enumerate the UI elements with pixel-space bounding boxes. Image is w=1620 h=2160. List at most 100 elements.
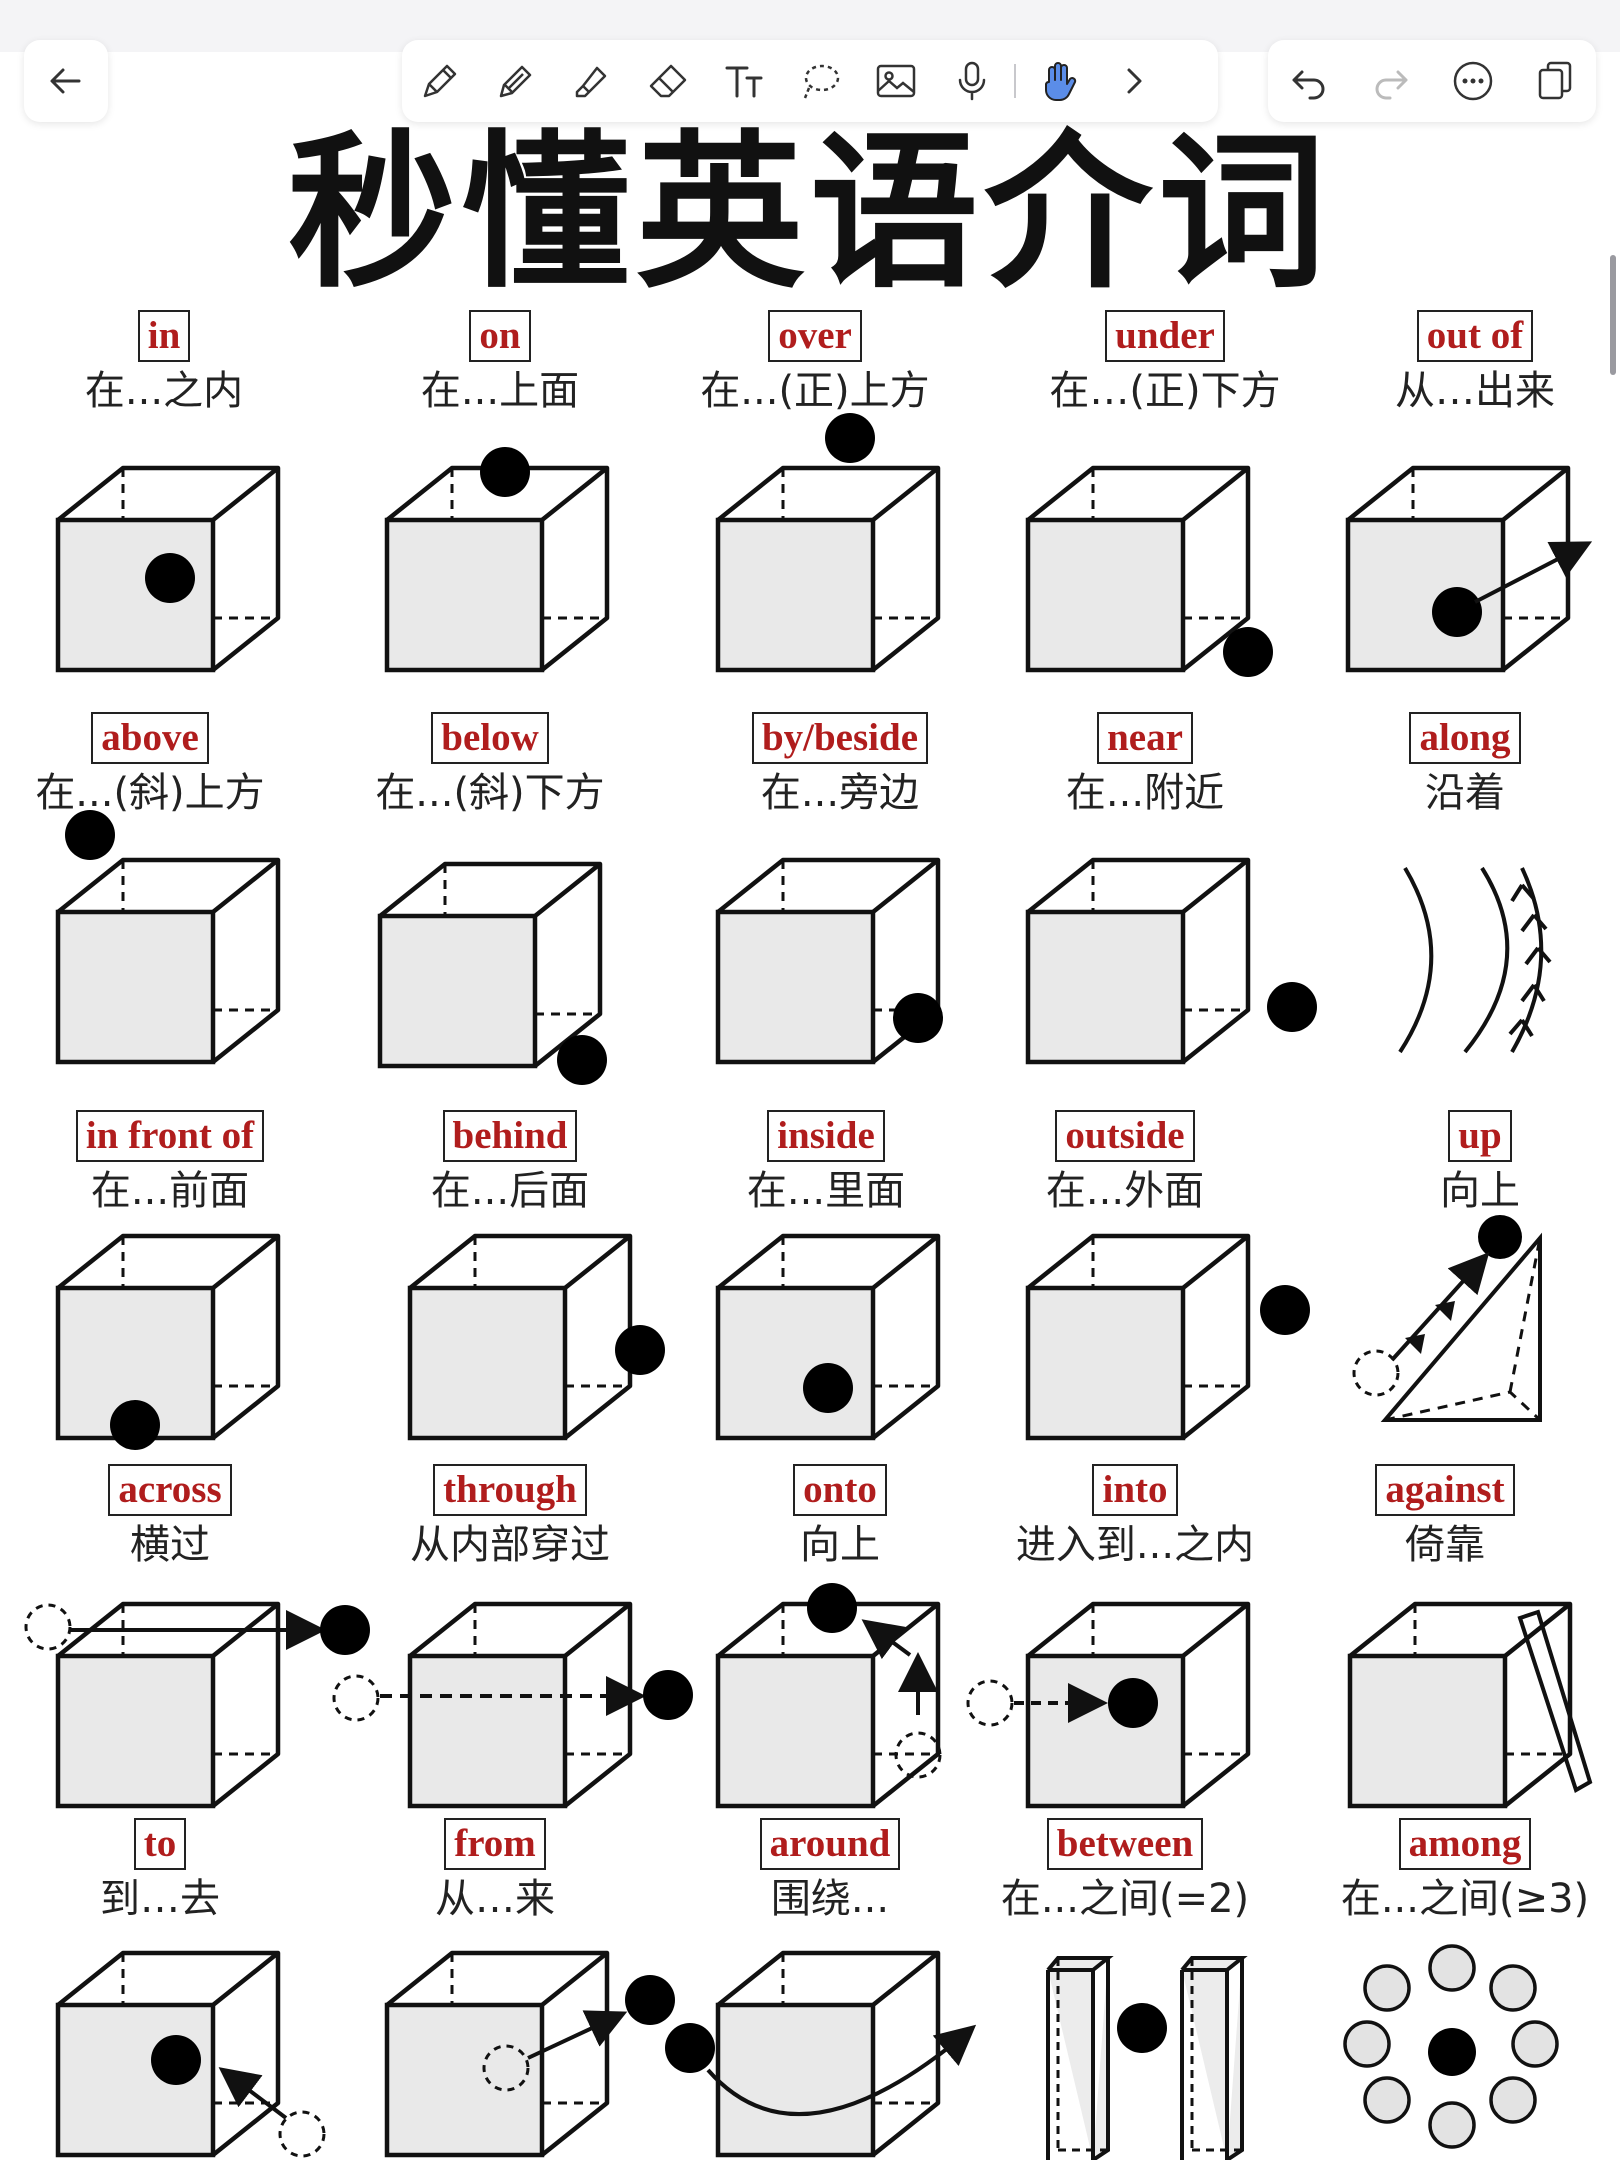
label-en: through (433, 1464, 587, 1516)
back-button[interactable] (24, 40, 108, 122)
label-en: on (469, 310, 531, 362)
more-icon (1453, 61, 1493, 101)
ball (151, 2035, 201, 2085)
more-options-button[interactable] (1432, 40, 1514, 122)
board (1517, 1609, 1593, 1793)
label-en: inside (767, 1110, 885, 1162)
cube (715, 857, 941, 1065)
ball (803, 1363, 853, 1413)
ball (825, 413, 875, 463)
undo-button[interactable] (1268, 40, 1350, 122)
pen-tool-button[interactable] (402, 40, 478, 122)
label-zh: 在...外面 (1045, 1168, 1205, 1214)
label-between: between 在...之间(=2) (1000, 1818, 1250, 1924)
pencil-tool-button[interactable] (478, 40, 554, 122)
back-button-group (24, 40, 108, 122)
label-near: near 在...附近 (1020, 712, 1270, 818)
label-zh: 在...旁边 (760, 770, 920, 816)
label-to: to 到…去 (50, 1818, 270, 1924)
label-zh: 沿着 (1425, 770, 1505, 816)
cube (715, 1233, 941, 1441)
text-icon (725, 66, 763, 98)
label-zh: 在...里面 (746, 1168, 906, 1214)
label-en: into (1092, 1464, 1178, 1516)
ball (110, 1400, 160, 1450)
ball (145, 553, 195, 603)
eraser-tool-button[interactable] (630, 40, 706, 122)
lasso-tool-button[interactable] (782, 40, 858, 122)
ring-ball (1343, 2020, 1391, 2068)
lasso-icon (803, 64, 840, 99)
label-en: from (444, 1818, 546, 1870)
microphone-tool-button[interactable] (934, 40, 1010, 122)
label-along: along 沿着 (1350, 712, 1580, 818)
ball (557, 1035, 607, 1085)
pencil-icon (499, 65, 532, 98)
road-line (1398, 866, 1434, 1054)
scrollbar-thumb[interactable] (1610, 255, 1616, 375)
road-line (1463, 866, 1510, 1054)
label-zh: 向上 (800, 1522, 880, 1568)
label-en: in (137, 310, 191, 362)
highlighter-tool-button[interactable] (554, 40, 630, 122)
ball-start (278, 2110, 326, 2158)
cube (715, 465, 941, 673)
label-zh: 到…去 (100, 1876, 220, 1922)
label-zh: 在...(正)上方 (700, 368, 930, 414)
label-zh: 在...(斜)下方 (375, 770, 605, 816)
text-tool-button[interactable] (706, 40, 782, 122)
arrow (1474, 541, 1593, 604)
ring-ball (1363, 1964, 1411, 2012)
label-onto: onto 向上 (730, 1464, 950, 1570)
pages-button[interactable] (1514, 40, 1596, 122)
cube (1345, 465, 1571, 673)
ball (65, 810, 115, 860)
ball (1432, 587, 1482, 637)
label-zh: 在...上面 (420, 368, 580, 414)
label-outside: outside 在...外面 (1005, 1110, 1245, 1216)
cube (55, 1233, 281, 1441)
label-en: out of (1416, 310, 1534, 362)
label-zh: 在...后面 (430, 1168, 590, 1214)
ball (643, 1670, 693, 1720)
label-among: among 在...之间(≥3) (1340, 1818, 1590, 1924)
label-zh: 从内部穿过 (410, 1522, 610, 1568)
label-through: through 从内部穿过 (380, 1464, 640, 1570)
more-tools-button[interactable] (1096, 40, 1172, 122)
hand-tool-button[interactable] (1020, 40, 1096, 122)
ball (625, 1975, 675, 2025)
cube (407, 1601, 633, 1809)
actions-toolbar (1268, 40, 1596, 122)
label-en: among (1398, 1818, 1532, 1870)
label-en: by/beside (751, 712, 929, 764)
arrow (1390, 1252, 1490, 1362)
page-title: 秒懂英语介词 (288, 115, 1332, 311)
cube (1025, 857, 1251, 1065)
label-zh: 在...之内 (84, 368, 244, 414)
eraser-icon (649, 64, 687, 98)
ring-ball (1489, 1964, 1537, 2012)
chevron-right-icon (1127, 68, 1142, 94)
tools-toolbar (402, 40, 1218, 122)
ball (1108, 1678, 1158, 1728)
pillar-right (1180, 1956, 1248, 2160)
ball (1478, 1215, 1522, 1259)
image-tool-button[interactable] (858, 40, 934, 122)
label-above: above 在...(斜)上方 (20, 712, 280, 818)
ball (1117, 2003, 1167, 2053)
label-en: onto (793, 1464, 887, 1516)
arrow-head-mid (1405, 1301, 1455, 1354)
label-in: in 在...之内 (44, 310, 284, 416)
label-zh: 从…出来 (1395, 368, 1555, 414)
redo-icon (1375, 70, 1408, 100)
label-zh: 横过 (130, 1522, 210, 1568)
redo-button[interactable] (1350, 40, 1432, 122)
label-en: against (1375, 1464, 1515, 1516)
label-en: across (108, 1464, 232, 1516)
cube (55, 857, 281, 1065)
toolbar-separator (1014, 64, 1016, 98)
label-up: up 向上 (1380, 1110, 1580, 1216)
label-zh: 倚靠 (1405, 1522, 1485, 1568)
label-en: near (1097, 712, 1193, 764)
pillar-left (1046, 1956, 1114, 2160)
